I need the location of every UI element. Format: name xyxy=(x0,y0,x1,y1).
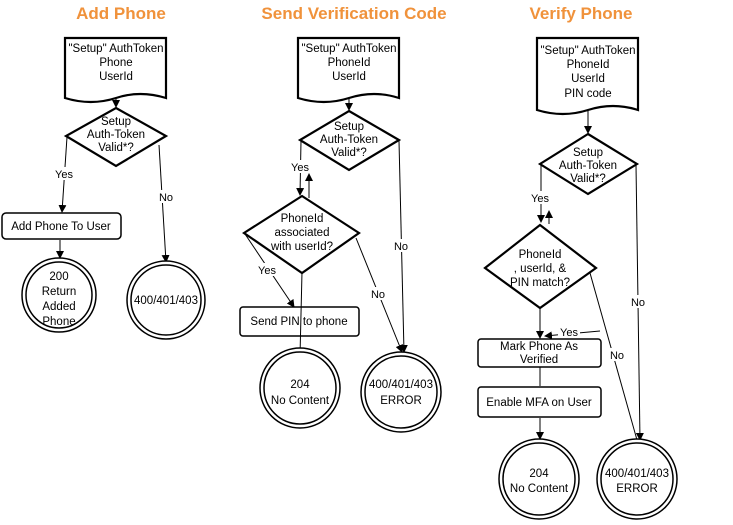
action-box xyxy=(239,306,360,337)
decision-line: PhoneId xyxy=(519,249,562,261)
decision-line: Auth-Token xyxy=(320,134,378,146)
success-line: 200 xyxy=(49,271,68,283)
input-line: UserId xyxy=(99,71,133,83)
yes-label: Yes xyxy=(291,162,309,174)
decision-diamond xyxy=(63,106,169,168)
error-line: 400/401/403 xyxy=(369,379,433,391)
decision-diamond xyxy=(297,109,402,172)
no-label: No xyxy=(371,289,385,301)
column-title: Verify Phone xyxy=(530,4,633,23)
error-line: 400/401/403 xyxy=(134,295,198,307)
success-line: Added xyxy=(42,301,75,313)
yes-label: Yes xyxy=(531,193,549,205)
connector xyxy=(299,271,303,357)
error-line: ERROR xyxy=(616,483,658,495)
success-line: No Content xyxy=(510,483,569,495)
action-box xyxy=(1,212,122,240)
action-line: Verified xyxy=(520,354,558,366)
success-line: 204 xyxy=(529,468,549,480)
success-line: 204 xyxy=(290,379,310,391)
decision-line: Valid*? xyxy=(331,147,367,159)
no-label: No xyxy=(631,297,645,309)
action-line: Mark Phone As xyxy=(500,341,578,353)
error-line: ERROR xyxy=(380,395,422,407)
input-line: "Setup" AuthToken xyxy=(68,43,163,55)
input-line: UserId xyxy=(571,73,605,85)
input-line: UserId xyxy=(332,71,366,83)
action-box xyxy=(477,386,602,418)
yes-label: Yes xyxy=(258,265,276,277)
no-label: No xyxy=(159,192,173,204)
action-label: Enable MFA on User xyxy=(486,397,592,409)
column-send-verification-code: Send Verification Code "Setup" AuthToken… xyxy=(239,4,447,433)
no-label: No xyxy=(610,350,624,362)
decision-line: Setup xyxy=(101,116,131,128)
decision-line: PIN match? xyxy=(510,277,570,289)
input-line: PhoneId xyxy=(328,57,371,69)
column-title: Send Verification Code xyxy=(261,4,446,23)
column-verify-phone: Verify Phone "Setup" AuthToken PhoneId U… xyxy=(477,4,678,520)
decision-line: PhoneId xyxy=(281,213,324,225)
action-label: Send PIN to phone xyxy=(250,316,347,328)
success-line: Phone xyxy=(42,316,75,328)
decision-diamond xyxy=(537,132,640,196)
decision-line: , userId, & xyxy=(514,263,567,275)
error-line: 400/401/403 xyxy=(605,468,669,480)
input-line: "Setup" AuthToken xyxy=(301,43,396,55)
input-line: PhoneId xyxy=(567,59,610,71)
success-line: No Content xyxy=(271,395,330,407)
decision-line: Valid*? xyxy=(98,142,134,154)
decision-line: Auth-Token xyxy=(559,160,617,172)
decision-line: Auth-Token xyxy=(87,129,145,141)
decision-line: Valid*? xyxy=(570,173,606,185)
input-line: PIN code xyxy=(564,88,611,100)
decision-line: Setup xyxy=(573,147,603,159)
decision-line: associated xyxy=(275,227,330,239)
success-line: Return xyxy=(42,286,77,298)
decision-line: with userId? xyxy=(270,241,333,253)
yes-label: Yes xyxy=(55,169,73,181)
no-arrow xyxy=(158,144,170,263)
yes-label: Yes xyxy=(560,327,578,339)
column-add-phone: Add Phone "Setup" AuthToken Phone UserId… xyxy=(1,4,206,340)
no-label: No xyxy=(394,241,408,253)
column-title: Add Phone xyxy=(76,4,166,23)
input-document xyxy=(535,36,640,116)
input-line: Phone xyxy=(99,57,132,69)
input-line: "Setup" AuthToken xyxy=(540,45,635,57)
action-label: Add Phone To User xyxy=(11,221,111,233)
decision-line: Setup xyxy=(334,121,364,133)
